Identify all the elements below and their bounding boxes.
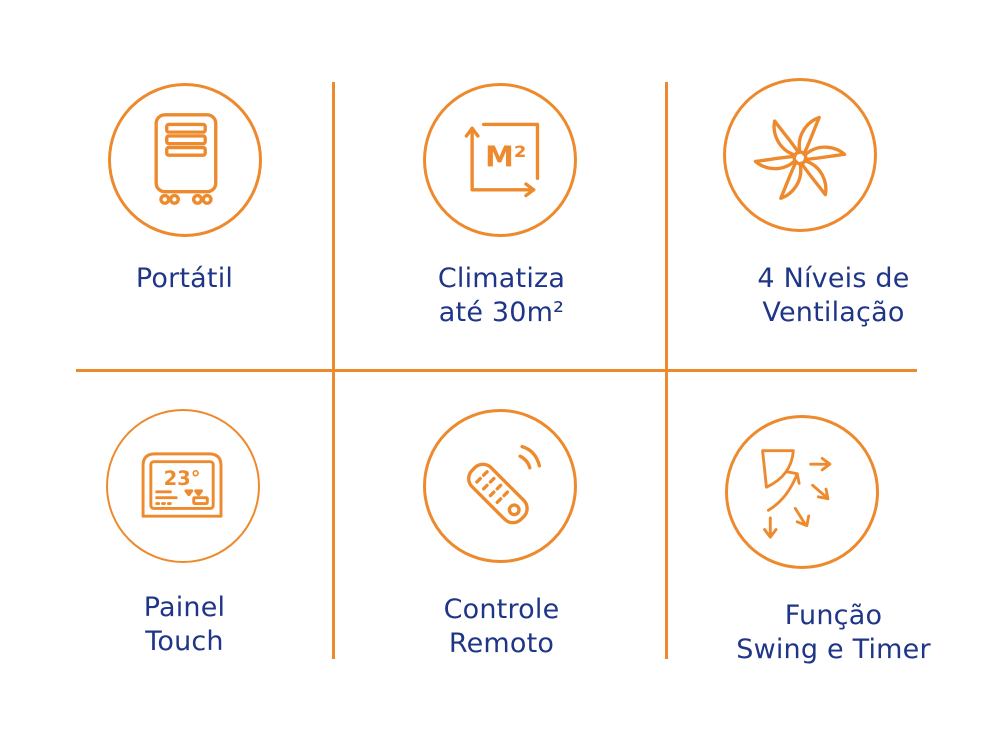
portable-ac-icon xyxy=(108,83,262,237)
feature-portable-label: Portátil xyxy=(18,262,351,296)
label-line: Função xyxy=(784,600,883,631)
label-line: Ventilação xyxy=(762,297,905,328)
feature-swing-label: Função Swing e Timer xyxy=(667,599,1000,667)
feature-portable: Portátil xyxy=(18,0,351,370)
feature-fan-label: 4 Níveis de Ventilação xyxy=(667,262,1000,330)
feature-swing: Função Swing e Timer xyxy=(667,371,1000,741)
label-line: até 30m² xyxy=(438,297,565,328)
area-m2-icon: M² xyxy=(423,83,577,237)
feature-fan: 4 Níveis de Ventilação xyxy=(667,0,1000,370)
label-line: Climatiza xyxy=(437,263,566,294)
fan-icon xyxy=(723,78,877,232)
touch-panel-icon: 23° xyxy=(106,409,260,563)
divider-horizontal xyxy=(76,369,917,372)
remote-control-icon xyxy=(423,409,577,563)
label-line: Controle xyxy=(443,594,560,625)
feature-touch-panel: 23° Painel Touch xyxy=(18,371,351,741)
feature-remote: Controle Remoto xyxy=(335,371,668,741)
swing-arrows-icon xyxy=(725,415,879,569)
label-line: Remoto xyxy=(448,628,555,659)
area-m2-icon-text: M² xyxy=(485,140,526,174)
touch-panel-icon-text: 23° xyxy=(164,467,201,490)
feature-area: M² Climatiza até 30m² xyxy=(335,0,668,370)
label-line: Touch xyxy=(145,626,224,657)
label-line: Swing e Timer xyxy=(736,634,931,665)
feature-remote-label: Controle Remoto xyxy=(335,593,668,661)
label-line: Portátil xyxy=(135,263,234,294)
label-line: 4 Níveis de xyxy=(757,263,910,294)
label-line: Painel xyxy=(143,592,226,623)
feature-touch-panel-label: Painel Touch xyxy=(18,591,351,659)
feature-area-label: Climatiza até 30m² xyxy=(335,262,668,330)
